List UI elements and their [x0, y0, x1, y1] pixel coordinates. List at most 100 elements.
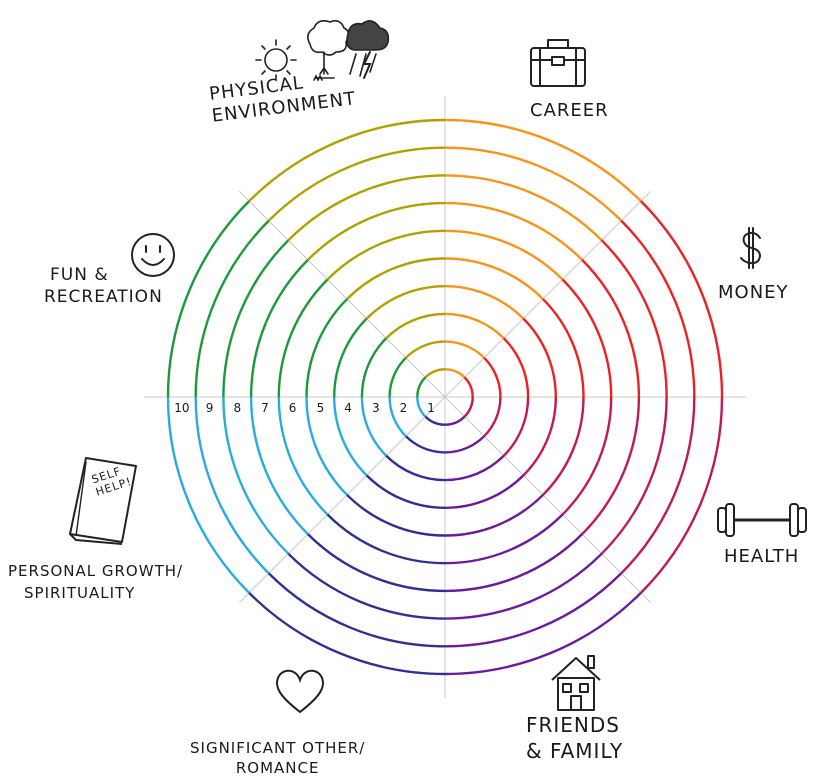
spoke-line: [238, 190, 446, 398]
ring-arc-fun-recreation: [416, 376, 427, 398]
ring-arc-fun-recreation: [333, 317, 368, 398]
ring-arc-significant-other: [346, 494, 446, 537]
ring-arc-friends-family: [444, 552, 603, 620]
spoke-line: [444, 396, 652, 604]
ring-arc-friends-family: [444, 494, 544, 537]
label-personal-growth: PERSONAL GROWTH/ SPIRITUALITY: [8, 560, 183, 604]
wheel-rings: [166, 118, 724, 676]
label-health-text: HEALTH: [724, 546, 800, 567]
label-career: CAREER: [530, 100, 609, 122]
ring-arc-personal-growth: [305, 396, 348, 496]
ring-arc-significant-other: [267, 572, 446, 648]
ring-arc-significant-other: [365, 474, 446, 509]
label-money: MONEY: [718, 282, 789, 304]
ring-arc-personal-growth: [360, 396, 388, 457]
label-personal-line-2: SPIRITUALITY: [24, 584, 136, 602]
label-friends-line-2: & FAMILY: [526, 739, 624, 763]
ring-arc-fun-recreation: [305, 298, 348, 398]
ring-arc-friends-family: [444, 533, 583, 593]
heart-icon: [276, 669, 324, 714]
ring-arc-health: [483, 396, 502, 438]
ring-arc-career: [444, 257, 544, 300]
label-significant-line-2: ROMANCE: [235, 759, 320, 777]
ring-arc-career: [444, 146, 623, 222]
ring-arc-friends-family: [444, 572, 623, 648]
ring-arc-career: [444, 201, 583, 261]
scale-label: 4: [344, 401, 352, 415]
label-significant-line-1: SIGNIFICANT OTHER/: [190, 739, 366, 757]
ring-arc-personal-growth: [333, 396, 368, 477]
ring-arc-money: [463, 376, 474, 398]
label-fun-line-1: FUN &: [50, 265, 109, 285]
ring-arc-physical-environment: [404, 340, 446, 359]
ring-arc-health: [502, 396, 530, 457]
label-personal-line-1: PERSONAL GROWTH/: [8, 562, 184, 580]
label-career-text: CAREER: [530, 100, 609, 121]
ring-arc-physical-environment: [424, 368, 446, 379]
label-money-text: MONEY: [718, 282, 789, 303]
scale-label: 3: [372, 401, 380, 415]
ring-arc-health: [640, 396, 724, 594]
scale-label: 9: [206, 401, 214, 415]
dollar-sign-icon: [740, 227, 762, 269]
house-icon: [551, 655, 601, 711]
ring-arc-health: [581, 396, 641, 535]
label-fun-recreation: FUN & RECREATION: [44, 264, 163, 308]
ring-arc-friends-family: [444, 454, 505, 482]
ring-arc-significant-other: [248, 592, 446, 676]
ring-arc-money: [600, 239, 668, 398]
ring-arc-money: [522, 317, 557, 398]
ring-arc-physical-environment: [287, 174, 446, 242]
label-significant-other: SIGNIFICANT OTHER/ ROMANCE: [190, 738, 365, 778]
ring-arc-significant-other: [307, 533, 446, 593]
ring-arc-significant-other: [385, 454, 446, 482]
label-friends-line-1: FRIENDS: [526, 713, 620, 737]
scale-label: 8: [233, 401, 241, 415]
ring-arc-physical-environment: [267, 146, 446, 222]
smiley-icon: [131, 233, 175, 277]
ring-arc-health: [561, 396, 613, 516]
ring-arc-personal-growth: [222, 396, 290, 555]
briefcase-icon: [530, 39, 586, 87]
ring-arc-career: [444, 368, 466, 379]
ring-arc-money: [620, 219, 696, 398]
dumbbell-icon: [717, 503, 807, 537]
book-icon: [69, 457, 137, 545]
ring-arc-career: [444, 174, 603, 242]
scale-label: 1: [427, 401, 435, 415]
ring-arc-physical-environment: [248, 118, 446, 202]
ring-arc-career: [444, 312, 505, 340]
ring-arc-physical-environment: [326, 229, 446, 281]
ring-arc-personal-growth: [416, 396, 427, 418]
ring-arc-personal-growth: [277, 396, 329, 516]
ring-arc-health: [600, 396, 668, 555]
scale-label: 2: [400, 401, 408, 415]
ring-arc-friends-family: [444, 474, 525, 509]
ring-arc-health: [463, 396, 474, 418]
ring-arc-career: [444, 229, 564, 281]
wheel-spokes: [144, 96, 746, 698]
ring-arc-personal-growth: [166, 396, 250, 594]
ring-arc-health: [620, 396, 696, 575]
scale-label: 6: [289, 401, 297, 415]
ring-arc-health: [522, 396, 557, 477]
ring-arc-significant-other: [287, 552, 446, 620]
ring-arc-money: [581, 259, 641, 398]
label-health: HEALTH: [724, 546, 799, 568]
ring-arc-friends-family: [444, 435, 486, 454]
ring-arc-physical-environment: [385, 312, 446, 340]
ring-arc-friends-family: [444, 513, 564, 565]
ring-arc-fun-recreation: [277, 278, 329, 398]
ring-arc-fun-recreation: [222, 239, 290, 398]
ring-arc-money: [542, 298, 585, 398]
ring-arc-money: [561, 278, 613, 398]
ring-arc-money: [502, 337, 530, 398]
scale-label: 7: [261, 401, 269, 415]
ring-arc-personal-growth: [194, 396, 270, 575]
ring-arc-health: [542, 396, 585, 496]
spoke-line: [444, 190, 652, 398]
ring-arc-money: [483, 356, 502, 398]
